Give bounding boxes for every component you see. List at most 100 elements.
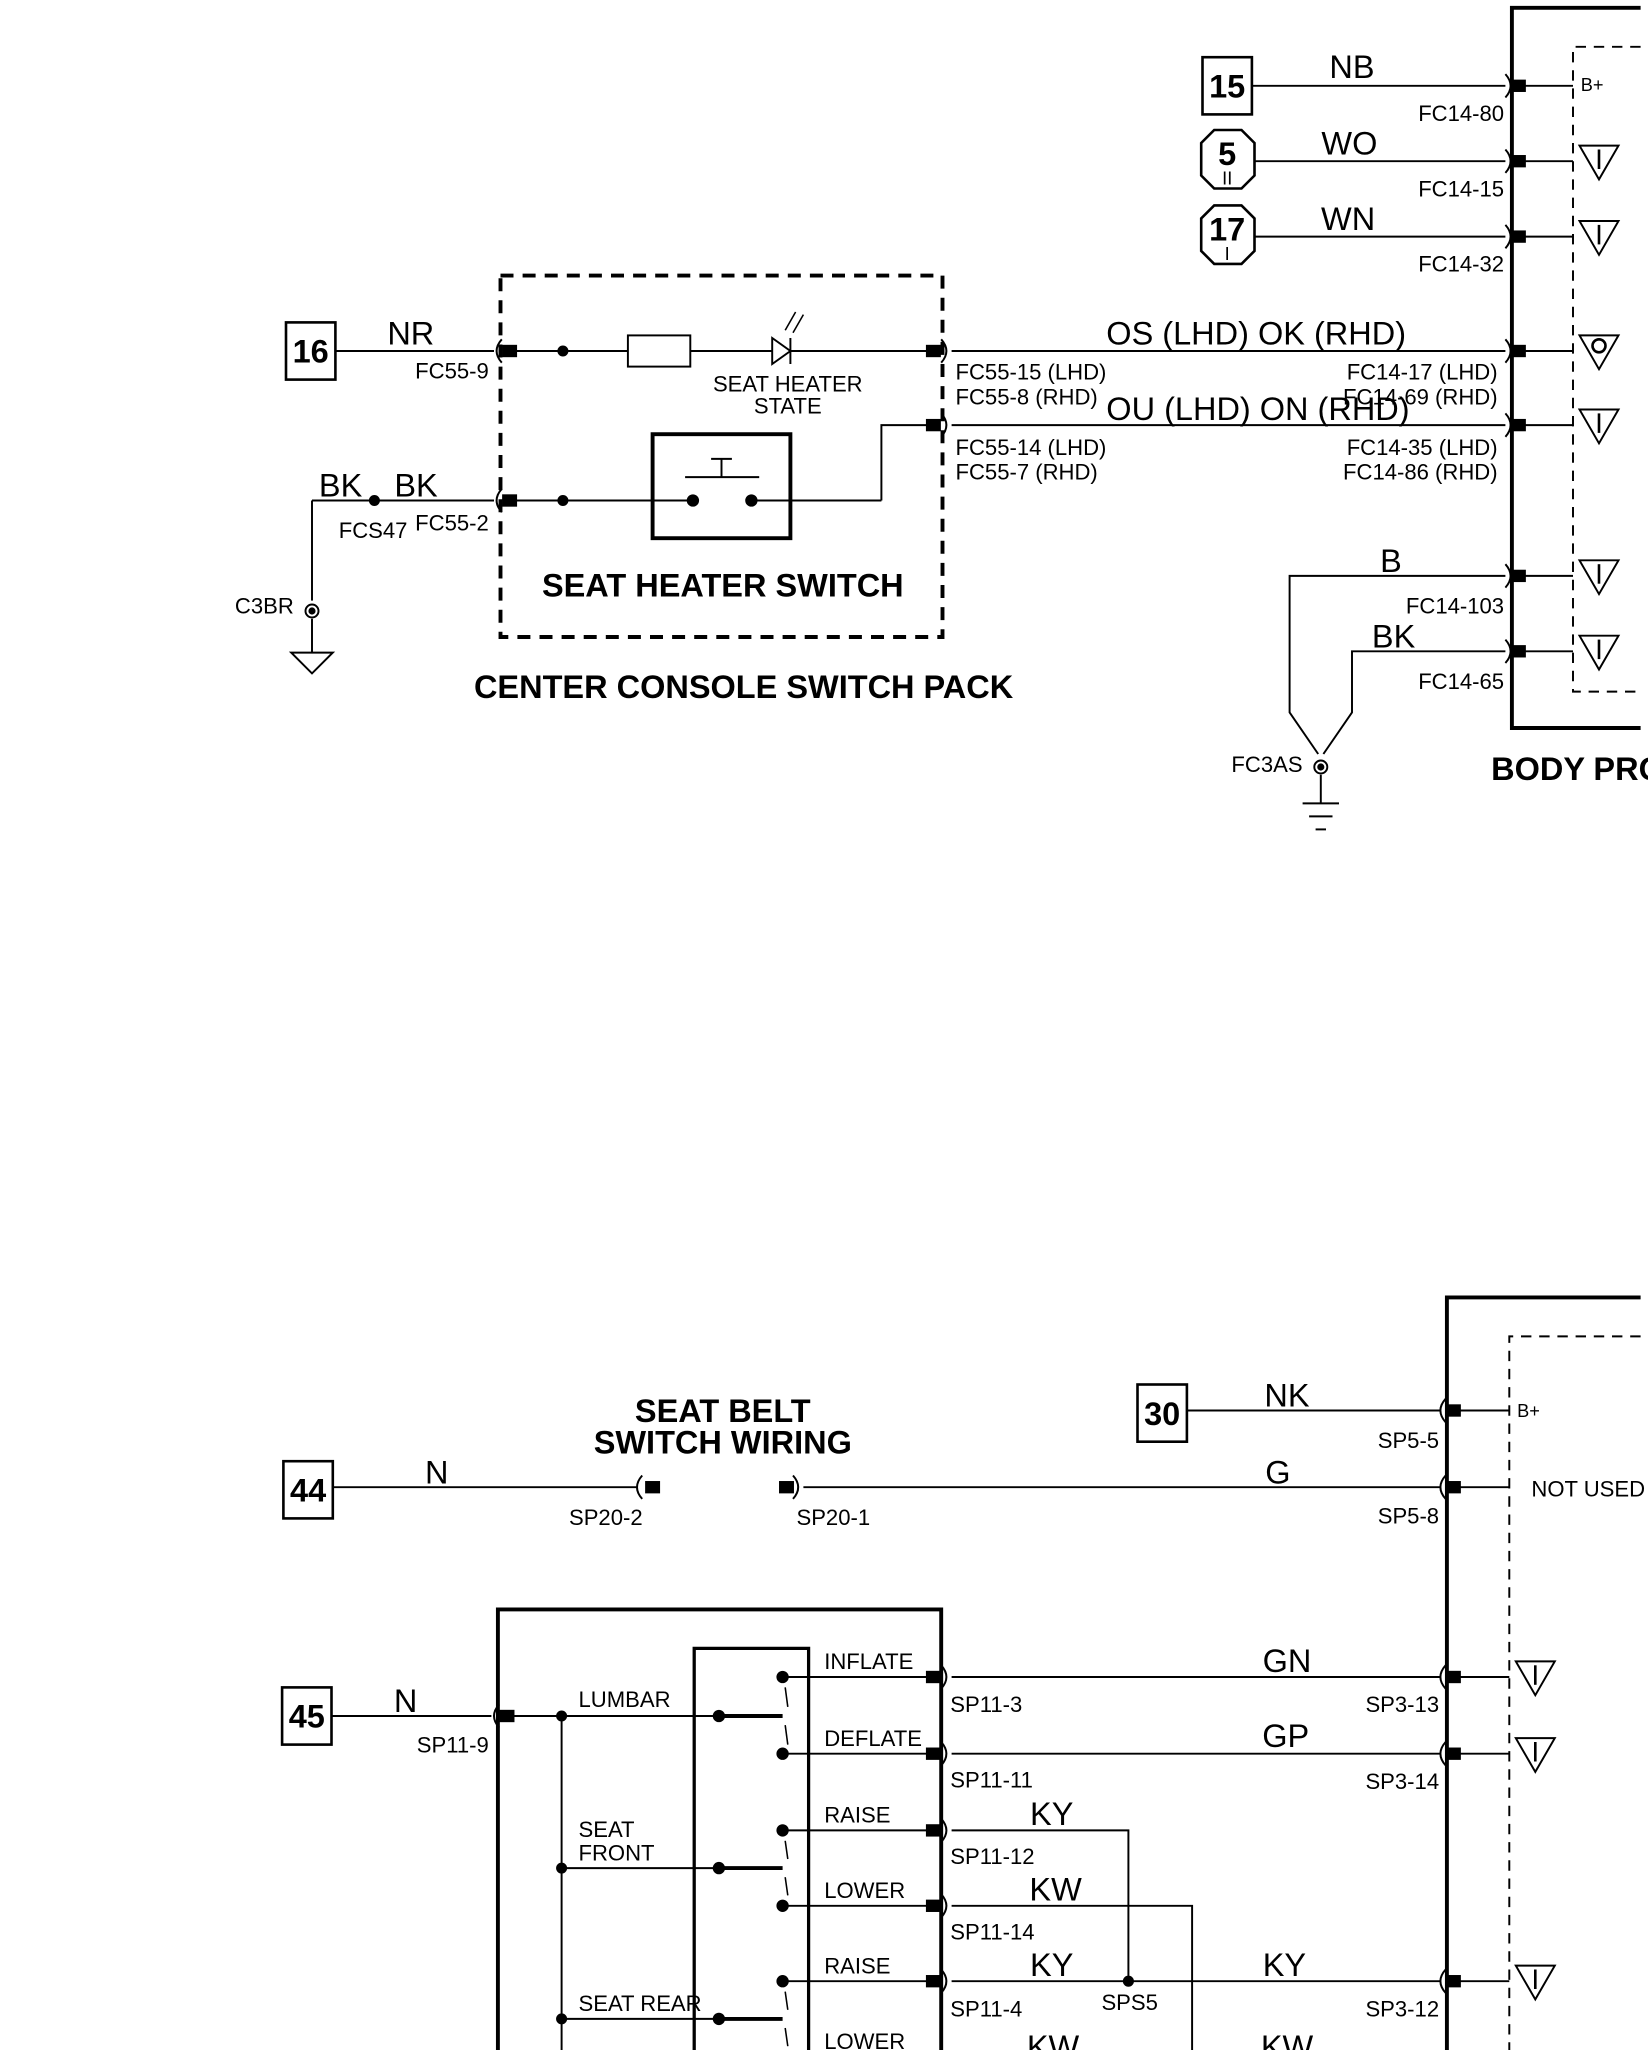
wire-b (1288, 574, 1506, 755)
wire-label-b: B (1380, 543, 1402, 579)
connector-fc14-17 (1504, 338, 1512, 364)
input-triangle-icon (1577, 220, 1621, 257)
pin-fc55-15: FC55-15 (LHD) (955, 360, 1106, 385)
wire-label-bk-2: BK (394, 468, 438, 504)
connector-sp11-3 (940, 1664, 948, 1690)
pin-sp20-1: SP20-1 (796, 1505, 870, 1530)
pin-fc14-35: FC14-35 (LHD) (1347, 435, 1498, 460)
label-seat-front-1: SEAT (579, 1817, 635, 1842)
center-console-switch-pack-outline (498, 273, 945, 639)
connector-fc14-103 (1504, 563, 1512, 589)
connector-sp3-13 (1439, 1664, 1447, 1690)
ref-5-label: 5 (1218, 136, 1236, 172)
ref-box-30 (1136, 1383, 1189, 1443)
ref-octagon-17 (1199, 204, 1256, 266)
label-seat-belt-2: SWITCH WIRING (594, 1424, 852, 1460)
input-triangle-icon (1514, 1737, 1557, 1774)
connector-sp20-1 (792, 1474, 800, 1500)
label-inflate: INFLATE (824, 1649, 913, 1674)
ref-30-label: 30 (1144, 1396, 1180, 1432)
connector-sp3-12 (1439, 1968, 1447, 1994)
ground-point-c3br (304, 603, 320, 619)
label-lumbar: LUMBAR (579, 1687, 671, 1712)
wire-label-n-44: N (425, 1454, 448, 1490)
connector-fc55-2 (495, 488, 503, 513)
pin-sp3-13: SP3-13 (1365, 1692, 1439, 1717)
connector-fc14-65 (1504, 638, 1512, 664)
pin-sp3-12: SP3-12 (1365, 1996, 1439, 2021)
label-bplus-bottom: B+ (1517, 1401, 1540, 1421)
wire-label-wn: WN (1321, 201, 1375, 237)
wire-label-kw-2: KW (1027, 2029, 1080, 2050)
input-triangle-icon (1577, 144, 1621, 182)
label-lower-1: LOWER (824, 1878, 905, 1903)
ref-44-label: 44 (290, 1473, 326, 1509)
wire-label-kw-1: KW (1029, 1872, 1082, 1908)
wire-label-bk-1: BK (319, 468, 363, 504)
pin-fc14-15: FC14-15 (1418, 176, 1504, 201)
connector-fc55-9 (495, 338, 503, 364)
connector-sp11-14 (940, 1893, 948, 1919)
ref-octagon-5 (1199, 128, 1256, 190)
bottom-text: 30 44 45 SEAT BELT SWITCH WIRING NK N G … (289, 1378, 1645, 2050)
pin-fc14-103: FC14-103 (1406, 594, 1504, 619)
input-triangle-icon (1577, 634, 1621, 672)
label-seat-heater-state-2: STATE (754, 393, 822, 418)
connector-fc14-35 (1504, 412, 1512, 438)
body-processor-inner-dashed (1572, 45, 1641, 693)
pin-sp11-9: SP11-9 (417, 1732, 489, 1757)
input-triangle-icon (1514, 1964, 1557, 2002)
label-seat-rear: SEAT REAR (579, 1991, 702, 2016)
pin-fc55-2: FC55-2 (415, 510, 489, 535)
wire-label-os: OS (LHD) OK (RHD) (1106, 316, 1406, 352)
pin-fc14-69: FC14-69 (RHD) (1343, 384, 1498, 409)
wire-label-nk: NK (1264, 1378, 1309, 1414)
wire-bk (1322, 650, 1506, 755)
label-not-used: NOT USED (1531, 1476, 1645, 1501)
pin-sp11-4: SP11-4 (950, 1996, 1022, 2021)
seat-switch-inner (692, 1646, 811, 2050)
wire-label-ky-2: KY (1030, 1947, 1073, 1983)
pin-fc55-8: FC55-8 (RHD) (955, 384, 1097, 409)
label-deflate: DEFLATE (824, 1726, 922, 1751)
label-center-console-switch-pack: CENTER CONSOLE SWITCH PACK (474, 669, 1014, 705)
pin-sp3-14: SP3-14 (1365, 1769, 1439, 1794)
connector-sp20-2 (636, 1474, 643, 1500)
label-raise-1: RAISE (824, 1803, 890, 1828)
pin-sp11-14: SP11-14 (950, 1920, 1034, 1945)
ground-icon (288, 651, 336, 675)
connector-sp11-9 (493, 1703, 500, 1729)
wire-label-ky-1: KY (1030, 1796, 1073, 1832)
pin-fc14-32: FC14-32 (1418, 252, 1504, 277)
wire-label-n-45: N (394, 1683, 417, 1719)
wire-label-g: G (1265, 1454, 1290, 1490)
ref-17-label: 17 (1209, 211, 1245, 247)
input-triangle-icon (1514, 1660, 1557, 1698)
label-seat-belt-1: SEAT BELT (635, 1393, 811, 1429)
connector-fc55-15 (940, 338, 948, 364)
pin-sp11-12: SP11-12 (950, 1844, 1034, 1869)
wire-label-ky-3: KY (1263, 1947, 1306, 1983)
ref-45-label: 45 (289, 1699, 325, 1735)
wire-label-nr: NR (387, 316, 434, 352)
connector-fc55-14 (940, 412, 948, 438)
label-bplus: B+ (1581, 75, 1604, 95)
wire-label-nb: NB (1329, 49, 1374, 85)
resistor (626, 334, 692, 368)
label-raise-2: RAISE (824, 1953, 890, 1978)
wire-label-kw-3: KW (1261, 2029, 1314, 2050)
connector-sp5-8 (1439, 1474, 1447, 1500)
connector-sp11-12 (940, 1818, 948, 1843)
top-section (284, 5, 1641, 831)
seat-heater-switch-box (650, 432, 793, 541)
pin-fc55-14: FC55-14 (LHD) (955, 435, 1106, 460)
bottom-module-outline (1444, 1295, 1641, 2050)
pin-sp5-8: SP5-8 (1378, 1504, 1439, 1529)
splice-fcs47 (368, 494, 380, 507)
wire-label-ou: OU (LHD) ON (RHD) (1106, 391, 1409, 427)
ref-box-15 (1201, 55, 1254, 116)
ref-17-sub: I (1225, 244, 1230, 264)
pin-sps5: SPS5 (1101, 1990, 1157, 2015)
ref-16-label: 16 (293, 334, 329, 370)
